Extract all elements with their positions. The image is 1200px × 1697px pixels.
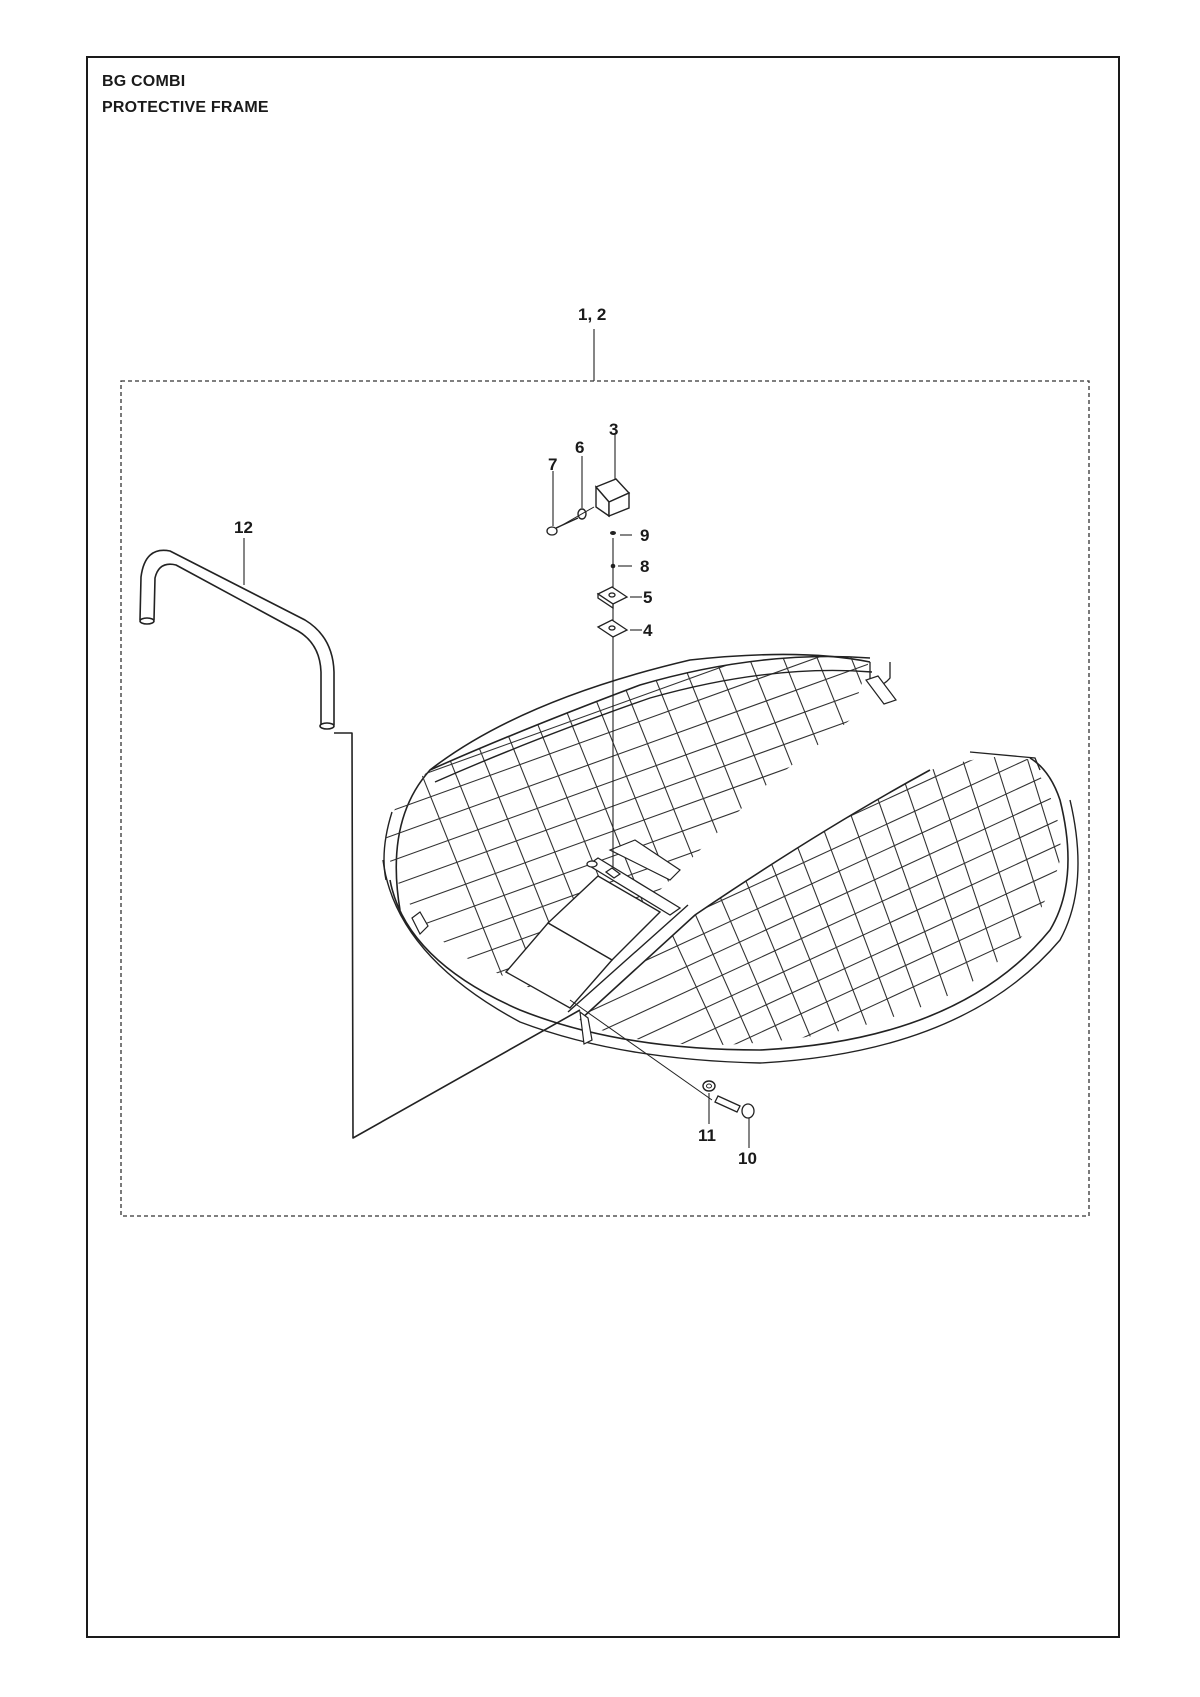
mount-bracket xyxy=(586,857,682,916)
washer-part-11 xyxy=(702,1080,716,1092)
pin-part-8 xyxy=(610,563,616,569)
section-title: PROTECTIVE FRAME xyxy=(102,99,269,116)
title-block: BG COMBI PROTECTIVE FRAME xyxy=(102,69,269,121)
callout-11: 11 xyxy=(698,1126,716,1145)
callout-7: 7 xyxy=(548,455,557,474)
small-screw-part-9 xyxy=(610,531,616,535)
callout-5: 5 xyxy=(643,588,652,607)
model-title: BG COMBI xyxy=(102,73,186,90)
callout-4: 4 xyxy=(643,621,653,640)
clamp-block-part xyxy=(594,478,631,518)
callout-12: 12 xyxy=(234,518,253,537)
callout-6: 6 xyxy=(575,438,584,457)
assembly-group-box xyxy=(120,329,1090,1217)
callout-10: 10 xyxy=(738,1149,757,1168)
bolt-axis-line xyxy=(569,999,713,1101)
fastener-axis-line xyxy=(556,506,595,529)
flat-plate-part-4 xyxy=(596,619,629,638)
callout-9: 9 xyxy=(640,526,649,545)
screw-part-7 xyxy=(546,517,579,536)
callout-assembly: 1, 2 xyxy=(578,305,606,324)
callout-3: 3 xyxy=(609,420,618,439)
plate-part-5 xyxy=(596,586,629,610)
protective-frame-grid-part xyxy=(382,653,1079,1064)
bolt-part-10 xyxy=(714,1095,755,1119)
handle-bar-part xyxy=(139,549,581,1139)
drawing-frame xyxy=(86,56,1120,1638)
callout-8: 8 xyxy=(640,557,649,576)
